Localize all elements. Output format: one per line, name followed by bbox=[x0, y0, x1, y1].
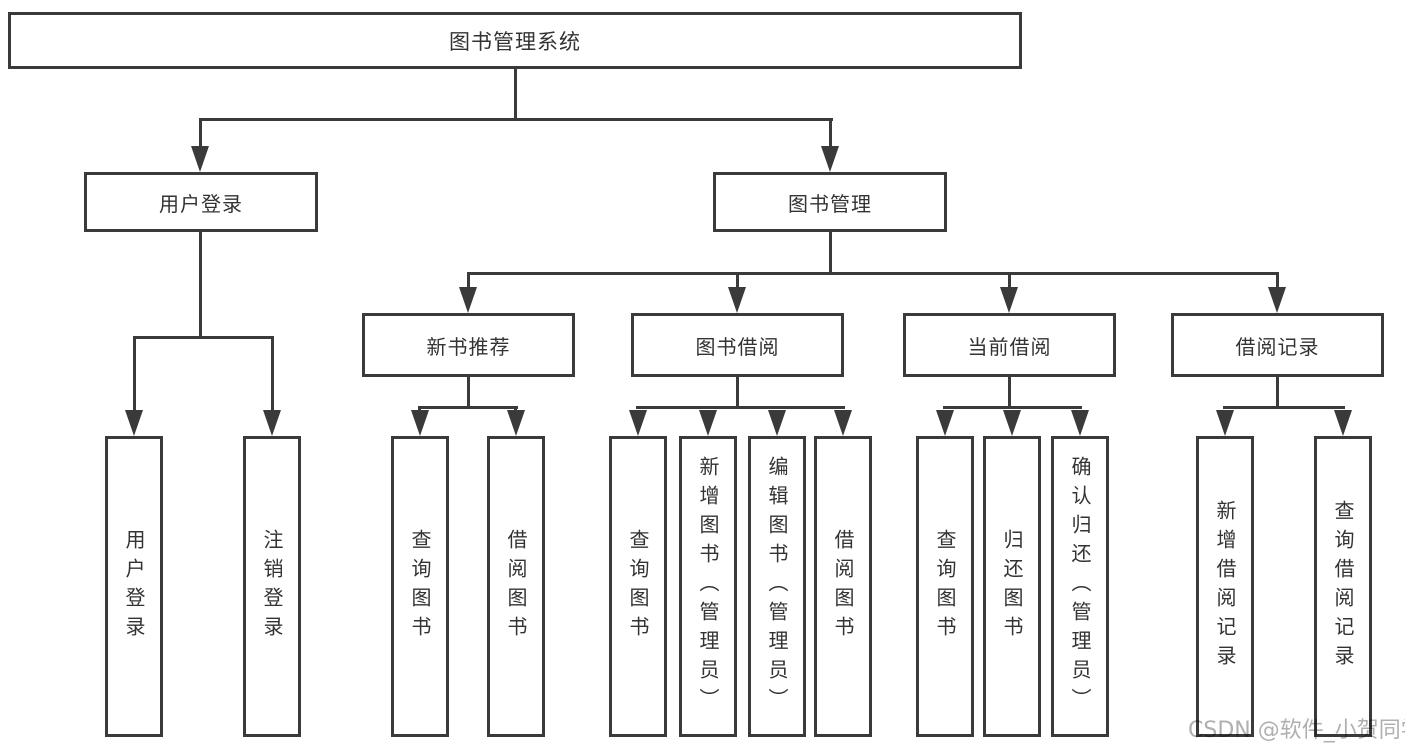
connector-vline bbox=[467, 272, 470, 290]
arrowhead-down bbox=[936, 410, 954, 436]
connector-vline bbox=[1008, 272, 1011, 290]
connector-hline bbox=[199, 118, 833, 121]
connector-hline bbox=[467, 272, 1279, 275]
csdn-watermark: CSDN @软件_小贺同学 bbox=[1188, 718, 1405, 743]
node-label: 编辑图书（管理员） bbox=[765, 456, 789, 717]
arrowhead-down bbox=[728, 287, 746, 313]
arrowhead-down bbox=[1003, 410, 1021, 436]
arrowhead-down bbox=[768, 410, 786, 436]
leaf-return-books: 归还图书 bbox=[983, 436, 1041, 737]
connector-hline bbox=[943, 406, 1082, 409]
node-label: 借阅图书 bbox=[831, 528, 855, 645]
connector-vline bbox=[133, 336, 136, 412]
node-label: 确认归还（管理员） bbox=[1068, 456, 1092, 717]
node-label: 图书管理系统 bbox=[449, 29, 581, 54]
arrowhead-down bbox=[834, 410, 852, 436]
leaf-confirm-return-admin: 确认归还（管理员） bbox=[1051, 436, 1109, 737]
node-label: 用户登录 bbox=[122, 528, 146, 645]
node-label: 注销登录 bbox=[260, 528, 284, 645]
connector-vline bbox=[1008, 376, 1011, 409]
connector-vline bbox=[736, 272, 739, 290]
node-label: 用户登录 bbox=[159, 191, 243, 216]
node-label: 借阅图书 bbox=[504, 528, 528, 645]
arrowhead-down bbox=[459, 287, 477, 313]
arrowhead-down bbox=[191, 146, 209, 172]
node-book-management: 图书管理 bbox=[713, 172, 947, 232]
node-label: 查询图书 bbox=[626, 528, 650, 645]
node-label: 归还图书 bbox=[1000, 528, 1024, 645]
leaf-query-books-current: 查询图书 bbox=[916, 436, 974, 737]
connector-vline bbox=[829, 118, 832, 148]
node-label: 图书借阅 bbox=[695, 334, 780, 359]
connector-hline bbox=[133, 336, 274, 339]
connector-vline bbox=[1276, 272, 1279, 290]
leaf-query-books-borrow: 查询图书 bbox=[609, 436, 667, 737]
node-label: 新增图书（管理员） bbox=[696, 456, 720, 717]
node-label: 新增借阅记录 bbox=[1213, 499, 1237, 674]
connector-vline bbox=[514, 69, 517, 120]
leaf-logout: 注销登录 bbox=[243, 436, 301, 737]
arrowhead-down bbox=[507, 410, 525, 436]
arrowhead-down bbox=[629, 410, 647, 436]
arrowhead-down bbox=[821, 146, 839, 172]
leaf-query-borrow-record: 查询借阅记录 bbox=[1314, 436, 1372, 737]
leaf-edit-books-admin: 编辑图书（管理员） bbox=[748, 436, 806, 737]
node-label: 图书管理 bbox=[788, 191, 872, 216]
node-book-borrow: 图书借阅 bbox=[631, 313, 844, 377]
connector-vline bbox=[736, 376, 739, 409]
node-label: 查询借阅记录 bbox=[1331, 499, 1355, 674]
node-new-book-recommend: 新书推荐 bbox=[362, 313, 575, 377]
leaf-query-books-recommend: 查询图书 bbox=[391, 436, 449, 737]
connector-vline bbox=[467, 376, 470, 409]
node-label: 查询图书 bbox=[408, 528, 432, 645]
arrowhead-down bbox=[411, 410, 429, 436]
connector-vline bbox=[199, 118, 202, 148]
arrowhead-down bbox=[263, 410, 281, 436]
connector-hline bbox=[418, 406, 518, 409]
node-label: 借阅记录 bbox=[1235, 334, 1320, 359]
arrowhead-down bbox=[125, 410, 143, 436]
connector-hline bbox=[636, 406, 845, 409]
connector-vline bbox=[199, 232, 202, 339]
node-label: 查询图书 bbox=[933, 528, 957, 645]
arrowhead-down bbox=[699, 410, 717, 436]
node-library-management-system: 图书管理系统 bbox=[8, 12, 1022, 69]
arrowhead-down bbox=[1268, 287, 1286, 313]
arrowhead-down bbox=[1000, 287, 1018, 313]
connector-vline bbox=[829, 232, 832, 275]
connector-vline bbox=[1276, 376, 1279, 409]
connector-hline bbox=[1223, 406, 1345, 409]
node-label: 新书推荐 bbox=[426, 334, 511, 359]
arrowhead-down bbox=[1216, 410, 1234, 436]
arrowhead-down bbox=[1071, 410, 1089, 436]
connector-vline bbox=[271, 336, 274, 412]
leaf-borrow-books: 借阅图书 bbox=[814, 436, 872, 737]
node-label: 当前借阅 bbox=[967, 334, 1052, 359]
node-current-borrow: 当前借阅 bbox=[903, 313, 1116, 377]
arrowhead-down bbox=[1334, 410, 1352, 436]
node-borrow-records: 借阅记录 bbox=[1171, 313, 1384, 377]
leaf-add-borrow-record: 新增借阅记录 bbox=[1196, 436, 1254, 737]
leaf-user-login: 用户登录 bbox=[105, 436, 163, 737]
leaf-borrow-books-recommend: 借阅图书 bbox=[487, 436, 545, 737]
node-user-login: 用户登录 bbox=[84, 172, 318, 232]
leaf-add-books-admin: 新增图书（管理员） bbox=[679, 436, 737, 737]
